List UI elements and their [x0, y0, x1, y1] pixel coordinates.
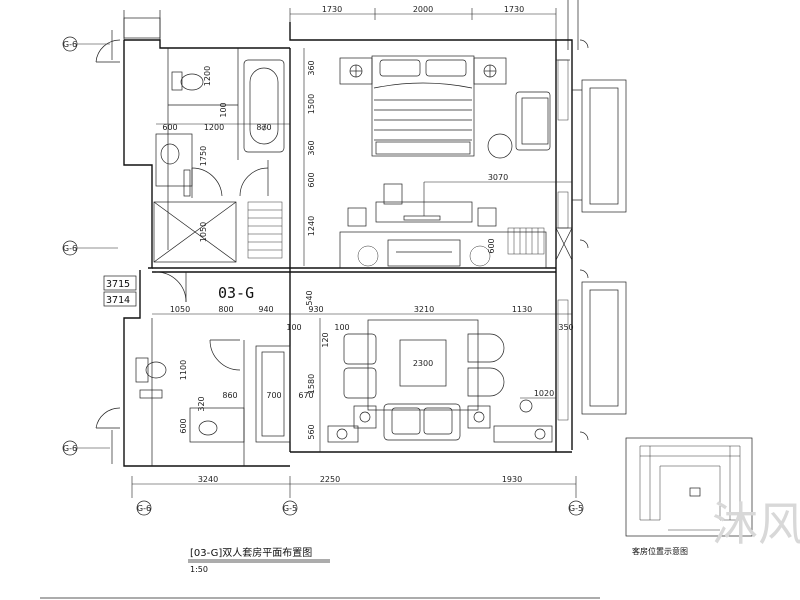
title-block: [03-G]双人套房平面布置图 1:50 [40, 546, 600, 599]
dim-bath-1200: 1200 [204, 123, 224, 132]
upper-bathroom [153, 48, 285, 263]
left-grid-axis-top: G-6 [62, 30, 113, 60]
dim-bed-360b: 360 [307, 140, 316, 155]
dim-bed-1500: 1500 [307, 94, 316, 114]
dim-liv-860: 860 [222, 391, 237, 400]
dim-bed-360a: 360 [307, 60, 316, 75]
room-number-box-2 [103, 291, 137, 307]
watermark: 沐风 [712, 497, 800, 551]
grid-label-bot-2: G-5 [283, 504, 297, 513]
room-label: 03-G [218, 284, 254, 302]
living-room: 120 1580 560 2300 1020 [307, 318, 556, 452]
room-number-1: 3715 [106, 279, 130, 290]
dim-liv-600: 600 [179, 418, 188, 433]
top-dim-1: 1730 [322, 5, 342, 14]
grid-label-left-top: G-6 [63, 40, 77, 49]
dim-mid-940: 940 [258, 305, 273, 314]
dim-mid-930: 930 [308, 305, 323, 314]
dim-liv-120: 120 [321, 332, 330, 347]
bottom-grid-axes: G-6 G-5 G-5 [136, 500, 584, 516]
left-grid-axis-bot: G-6 [62, 430, 113, 464]
dim-bed-600b: 600 [487, 238, 496, 253]
bottom-dimension-line: 3240 2250 1930 [131, 475, 577, 498]
dim-bath-870: 870 [256, 123, 271, 132]
bottom-dim-2: 2250 [320, 475, 340, 484]
key-plan-caption: 客房位置示意图 [632, 546, 688, 556]
dim-liv-2300: 2300 [413, 359, 433, 368]
dim-liv-670: 670 [298, 391, 313, 400]
grid-label-left-bot: G-6 [63, 444, 77, 453]
grid-label-bot-1: G-6 [137, 504, 151, 513]
dim-bath-1050: 1050 [199, 222, 208, 242]
dim-mid-100a: 100 [286, 323, 301, 332]
bedroom: 3070 600 [339, 55, 572, 269]
dim-liv-320: 320 [197, 396, 206, 411]
bottom-dim-3: 1930 [502, 475, 522, 484]
drawing-scale: 1:50 [190, 565, 208, 574]
left-grid-axis-mid: G-6 [62, 240, 118, 256]
drawing-title: [03-G]双人套房平面布置图 [190, 546, 312, 559]
lower-bathroom [135, 318, 291, 466]
dim-mid-540: 540 [305, 290, 314, 305]
dim-mid-1130: 1130 [512, 305, 532, 314]
grid-label-left-mid: G-6 [63, 244, 77, 253]
dim-bed-1240: 1240 [307, 216, 316, 236]
dim-liv-1020: 1020 [534, 389, 554, 398]
dim-mid-1050: 1050 [170, 305, 190, 314]
dim-liv-560: 560 [307, 424, 316, 439]
bottom-dim-1: 3240 [198, 475, 218, 484]
dim-liv-1100: 1100 [179, 360, 188, 380]
dim-bath-h1: 1200 [203, 66, 212, 86]
dim-bed-3070: 3070 [488, 173, 508, 182]
dim-liv-1580: 1580 [307, 374, 316, 394]
dim-bed-600: 600 [307, 172, 316, 187]
dim-mid-350: 350 [558, 323, 573, 332]
room-number-box-1 [103, 275, 137, 291]
grid-label-bot-3: G-5 [569, 504, 583, 513]
dim-bath-h2: 100 [219, 102, 228, 117]
dim-bath-1750: 1750 [199, 146, 208, 166]
top-dim-2: 2000 [413, 5, 433, 14]
dim-mid-3210: 3210 [414, 305, 434, 314]
top-dimension-line: 1730 2000 1730 [289, 5, 557, 40]
top-dim-3: 1730 [504, 5, 524, 14]
dim-bath-600: 600 [162, 123, 177, 132]
dim-liv-700: 700 [266, 391, 281, 400]
outer-walls [123, 22, 573, 467]
room-number-2: 3714 [106, 295, 130, 306]
balcony [555, 39, 627, 441]
dim-mid-100b: 100 [334, 323, 349, 332]
dim-mid-800: 800 [218, 305, 233, 314]
key-plan: 客房位置示意图 [625, 437, 753, 556]
